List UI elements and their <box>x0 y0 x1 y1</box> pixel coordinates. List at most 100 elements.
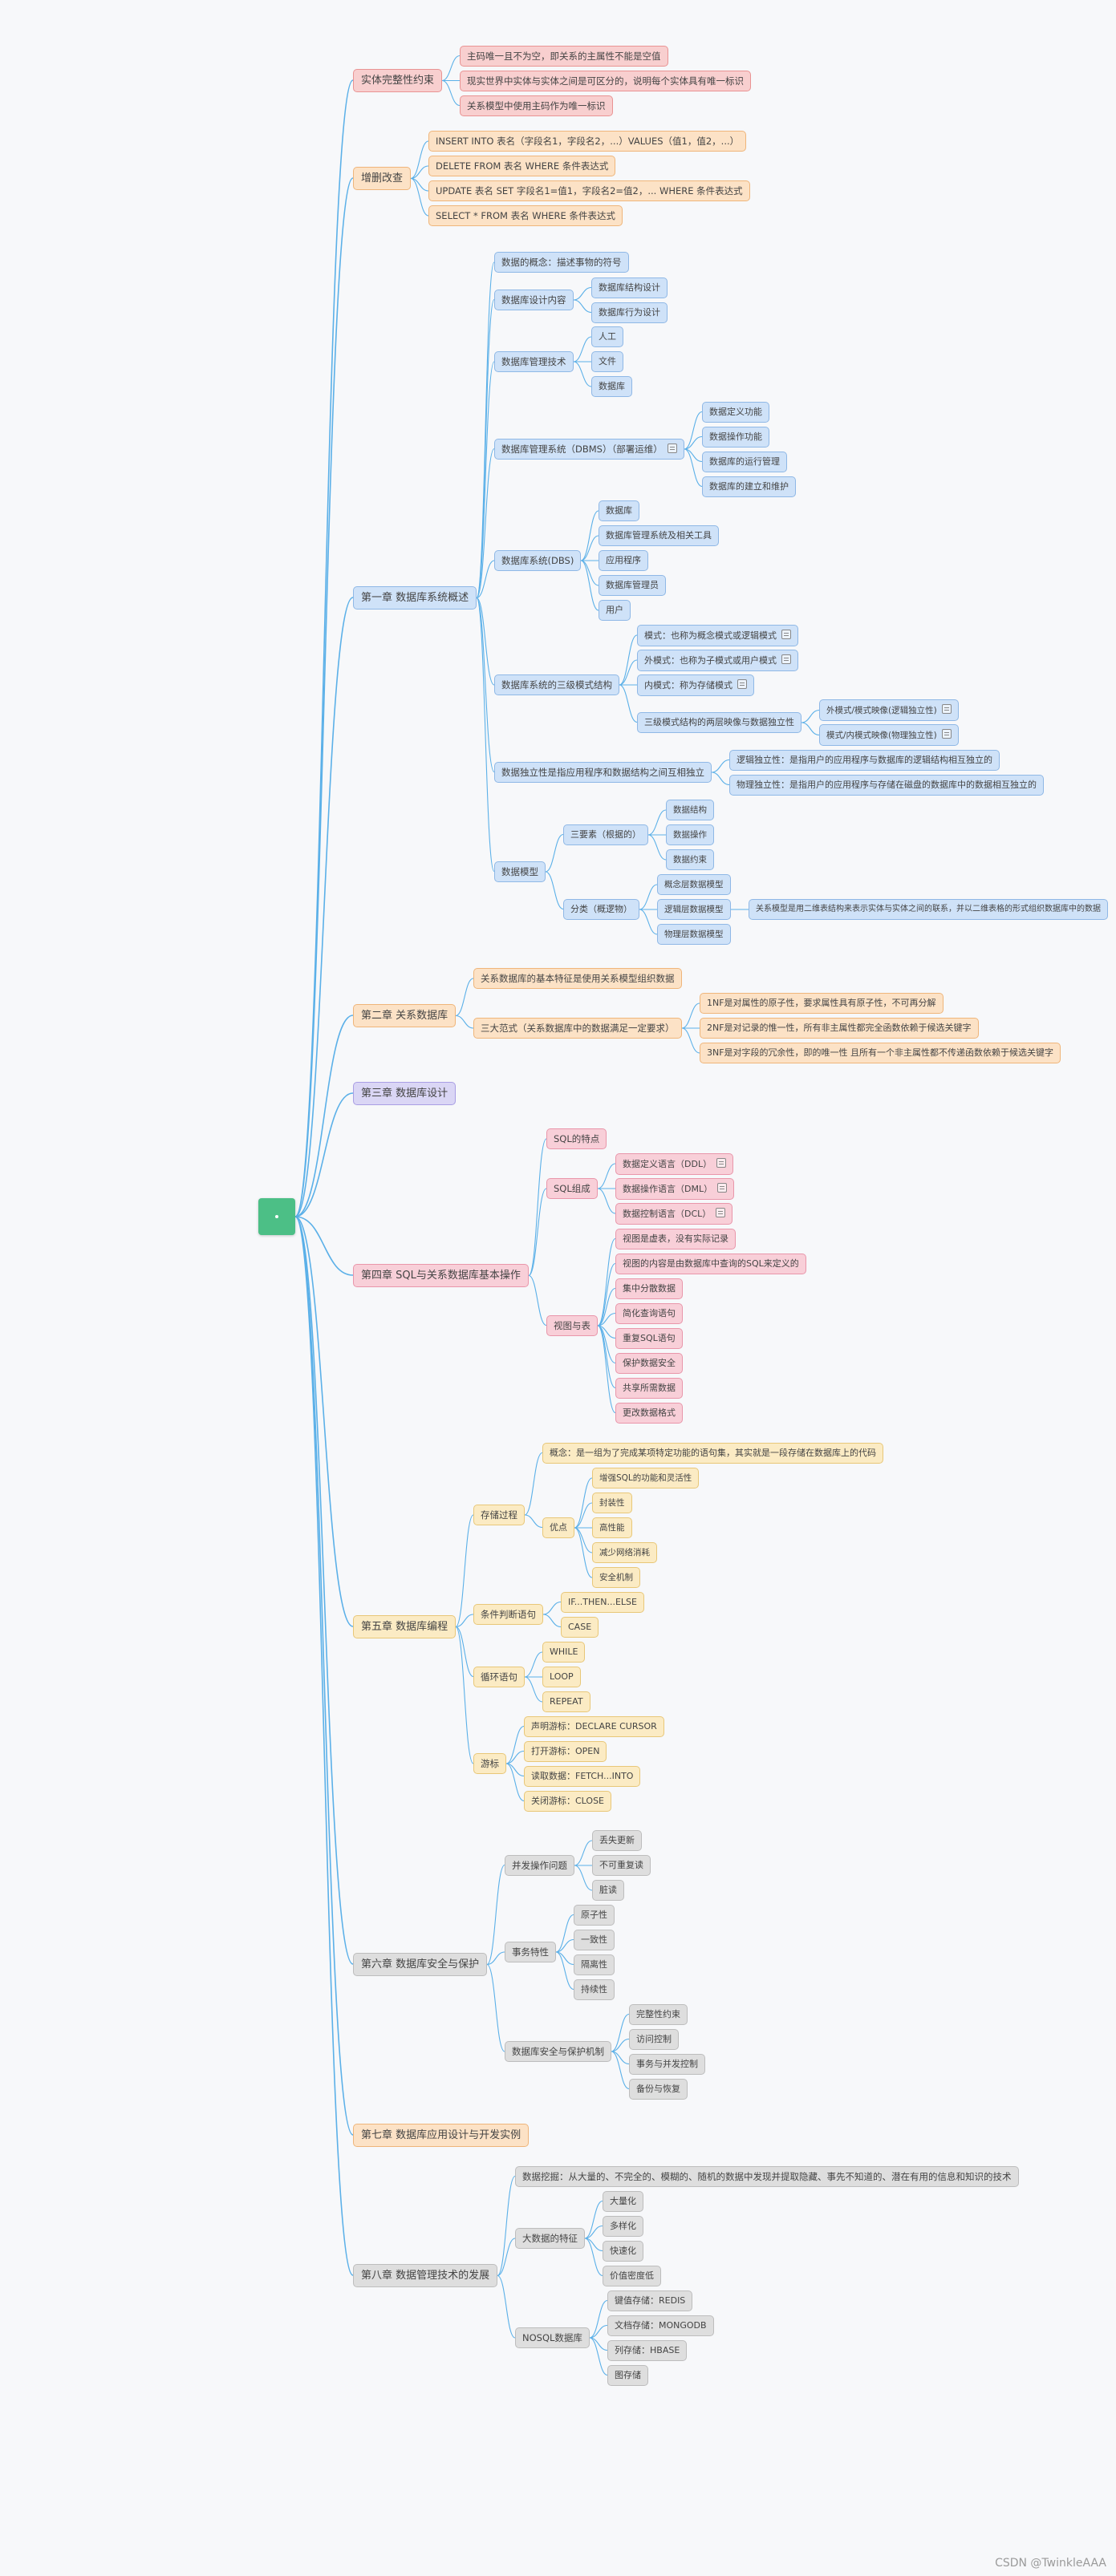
topic-node[interactable]: 数据库的建立和维护 <box>702 476 796 497</box>
topic-node[interactable]: LOOP <box>542 1667 581 1687</box>
topic-node[interactable]: 数据定义功能 <box>702 401 769 423</box>
topic-node[interactable]: 高性能 <box>592 1517 632 1538</box>
topic-node[interactable]: 逻辑层数据模型 <box>657 899 731 920</box>
topic-node[interactable]: 文件 <box>591 351 623 372</box>
topic-node[interactable]: 数据定义语言（DDL） <box>615 1152 734 1175</box>
topic-node[interactable]: 数据库管理系统及相关工具 <box>599 525 719 546</box>
chapter-branch-7[interactable]: 第六章 数据库安全与保护 <box>353 1952 488 1976</box>
topic-node[interactable]: 事务特性 <box>505 1942 556 1962</box>
topic-node[interactable]: 脏读 <box>592 1880 624 1901</box>
topic-node[interactable]: 三级模式结构的两层映像与数据独立性 <box>637 711 801 733</box>
topic-node[interactable]: 重复SQL语句 <box>615 1327 683 1349</box>
topic-node[interactable]: 外模式/模式映像(逻辑独立性) <box>819 699 959 721</box>
topic-node[interactable]: 数据库系统的三级模式结构 <box>494 674 619 695</box>
topic-node[interactable]: 视图是虚表，没有实际记录 <box>615 1228 736 1250</box>
topic-node[interactable]: 数据库结构设计 <box>591 277 668 298</box>
topic-node[interactable]: 不可重复读 <box>592 1855 651 1876</box>
chapter-branch-2[interactable]: 第一章 数据库系统概述 <box>353 585 477 610</box>
topic-node[interactable]: CASE <box>561 1616 599 1638</box>
chapter-branch-0[interactable]: 实体完整性约束 <box>353 68 443 92</box>
note-icon[interactable] <box>717 1182 728 1193</box>
chapter-branch-4[interactable]: 第三章 数据库设计 <box>353 1081 457 1105</box>
topic-node[interactable]: 读取数据：FETCH...INTO <box>524 1765 641 1787</box>
topic-node[interactable]: 文档存储：MONGODB <box>607 2315 714 2336</box>
topic-node[interactable]: 大量化 <box>603 2190 643 2212</box>
topic-node[interactable]: 数据操作语言（DML） <box>615 1177 735 1200</box>
topic-node[interactable]: 完整性约束 <box>629 2003 688 2025</box>
topic-node[interactable]: 减少网络消耗 <box>592 1542 657 1563</box>
topic-node[interactable]: 数据库管理员 <box>599 575 666 596</box>
topic-node[interactable]: 访问控制 <box>629 2028 679 2050</box>
topic-node[interactable]: 数据结构 <box>666 800 714 820</box>
topic-node[interactable]: 更改数据格式 <box>615 1402 683 1424</box>
topic-node[interactable]: 保护数据安全 <box>615 1352 683 1374</box>
topic-node[interactable]: 数据挖掘：从大量的、不完全的、模糊的、随机的数据中发现并提取隐藏、事先不知道的、… <box>515 2165 1019 2187</box>
topic-node[interactable]: 2NF是对记录的惟一性，所有非主属性都完全函数依赖于候选关键字 <box>700 1018 979 1039</box>
topic-node[interactable]: 数据操作 <box>666 824 714 845</box>
topic-node[interactable]: 键值存储：REDIS <box>607 2290 693 2311</box>
topic-node[interactable]: 循环语句 <box>473 1666 525 1687</box>
topic-node[interactable]: 概念层数据模型 <box>657 874 731 895</box>
topic-node[interactable]: 增强SQL的功能和灵活性 <box>592 1468 700 1488</box>
topic-node[interactable]: WHILE <box>542 1642 586 1663</box>
topic-node[interactable]: 条件判断语句 <box>473 1604 543 1625</box>
note-icon[interactable] <box>941 704 952 714</box>
topic-node[interactable]: SQL的特点 <box>546 1128 607 1149</box>
topic-node[interactable]: 概念：是一组为了完成某项特定功能的语句集，其实就是一段存储在数据库上的代码 <box>542 1442 883 1464</box>
topic-node[interactable]: 逻辑独立性：是指用户的应用程序与数据库的逻辑结构相互独立的 <box>729 749 1000 771</box>
topic-node[interactable]: 数据库行为设计 <box>591 302 668 323</box>
topic-node[interactable]: 现实世界中实体与实体之间是可区分的，说明每个实体具有唯一标识 <box>460 70 751 91</box>
topic-node[interactable]: 视图的内容是由数据库中查询的SQL来定义的 <box>615 1253 806 1274</box>
topic-node[interactable]: 数据库系统(DBS) <box>494 550 582 571</box>
topic-node[interactable]: 数据控制语言（DCL） <box>615 1202 733 1225</box>
topic-node[interactable]: 数据库设计内容 <box>494 289 574 310</box>
topic-node[interactable]: 多样化 <box>603 2215 643 2237</box>
topic-node[interactable]: 3NF是对字段的冗余性，即的唯一性 且所有一个非主属性都不传递函数依赖于候选关键… <box>700 1043 1061 1063</box>
topic-node[interactable]: 原子性 <box>574 1904 615 1926</box>
topic-node[interactable]: 数据库安全与保护机制 <box>505 2041 611 2062</box>
topic-node[interactable]: 数据库管理技术 <box>494 351 574 372</box>
topic-node[interactable]: 数据的概念：描述事物的符号 <box>494 252 629 273</box>
topic-node[interactable]: 数据库管理系统（DBMS）（部署运维） <box>494 438 684 460</box>
topic-node[interactable]: 物理层数据模型 <box>657 924 731 945</box>
topic-node[interactable]: 存储过程 <box>473 1505 525 1525</box>
chapter-branch-8[interactable]: 第七章 数据库应用设计与开发实例 <box>353 2123 530 2147</box>
topic-node[interactable]: 关系数据库的基本特征是使用关系模型组织数据 <box>473 968 682 989</box>
topic-node[interactable]: IF...THEN...ELSE <box>561 1591 644 1613</box>
topic-node[interactable]: 关系模型是用二维表结构来表示实体与实体之间的联系，并以二维表格的形式组织数据库中… <box>749 899 1108 920</box>
topic-node[interactable]: 三大范式（关系数据库中的数据满足一定要求） <box>473 1018 682 1039</box>
topic-node[interactable]: 一致性 <box>574 1929 615 1950</box>
topic-node[interactable]: 列存储：HBASE <box>607 2339 688 2361</box>
topic-node[interactable]: 安全机制 <box>592 1567 640 1588</box>
topic-node[interactable]: 持续性 <box>574 1979 615 2000</box>
note-icon[interactable] <box>716 1157 727 1168</box>
topic-node[interactable]: SELECT * FROM 表名 WHERE 条件表达式 <box>428 205 623 226</box>
topic-node[interactable]: 并发操作问题 <box>505 1854 574 1876</box>
topic-node[interactable]: 优点 <box>542 1517 574 1538</box>
topic-node[interactable]: 打开游标：OPEN <box>524 1740 607 1762</box>
topic-node[interactable]: 声明游标：DECLARE CURSOR <box>524 1715 664 1737</box>
note-icon[interactable] <box>781 629 791 639</box>
topic-node[interactable]: 丢失更新 <box>592 1830 642 1851</box>
topic-node[interactable]: 关闭游标：CLOSE <box>524 1790 612 1812</box>
topic-node[interactable]: 简化查询语句 <box>615 1302 683 1324</box>
topic-node[interactable]: 事务与并发控制 <box>629 2053 705 2075</box>
topic-node[interactable]: 主码唯一且不为空，即关系的主属性不能是空值 <box>460 45 668 67</box>
topic-node[interactable]: 封装性 <box>592 1493 632 1513</box>
topic-node[interactable]: 关系模型中使用主码作为唯一标识 <box>460 95 613 116</box>
topic-node[interactable]: 内模式：称为存储模式 <box>637 674 754 696</box>
chapter-branch-1[interactable]: 增删改查 <box>353 166 412 190</box>
topic-node[interactable]: 数据独立性是指应用程序和数据结构之间互相独立 <box>494 761 712 783</box>
topic-node[interactable]: 模式/内模式映像(物理独立性) <box>819 724 959 746</box>
topic-node[interactable]: 分类（概逻物） <box>563 898 639 920</box>
topic-node[interactable]: SQL组成 <box>546 1178 598 1199</box>
topic-node[interactable]: 快速化 <box>603 2240 643 2262</box>
topic-node[interactable]: 视图与表 <box>546 1314 598 1336</box>
topic-node[interactable]: 1NF是对属性的原子性，要求属性具有原子性，不可再分解 <box>700 993 944 1014</box>
note-icon[interactable] <box>667 443 677 453</box>
topic-node[interactable]: DELETE FROM 表名 WHERE 条件表达式 <box>428 156 616 176</box>
topic-node[interactable]: 游标 <box>473 1753 506 1774</box>
topic-node[interactable]: 集中分散数据 <box>615 1278 683 1299</box>
topic-node[interactable]: 价值密度低 <box>603 2265 661 2286</box>
topic-node[interactable]: 人工 <box>591 326 623 347</box>
